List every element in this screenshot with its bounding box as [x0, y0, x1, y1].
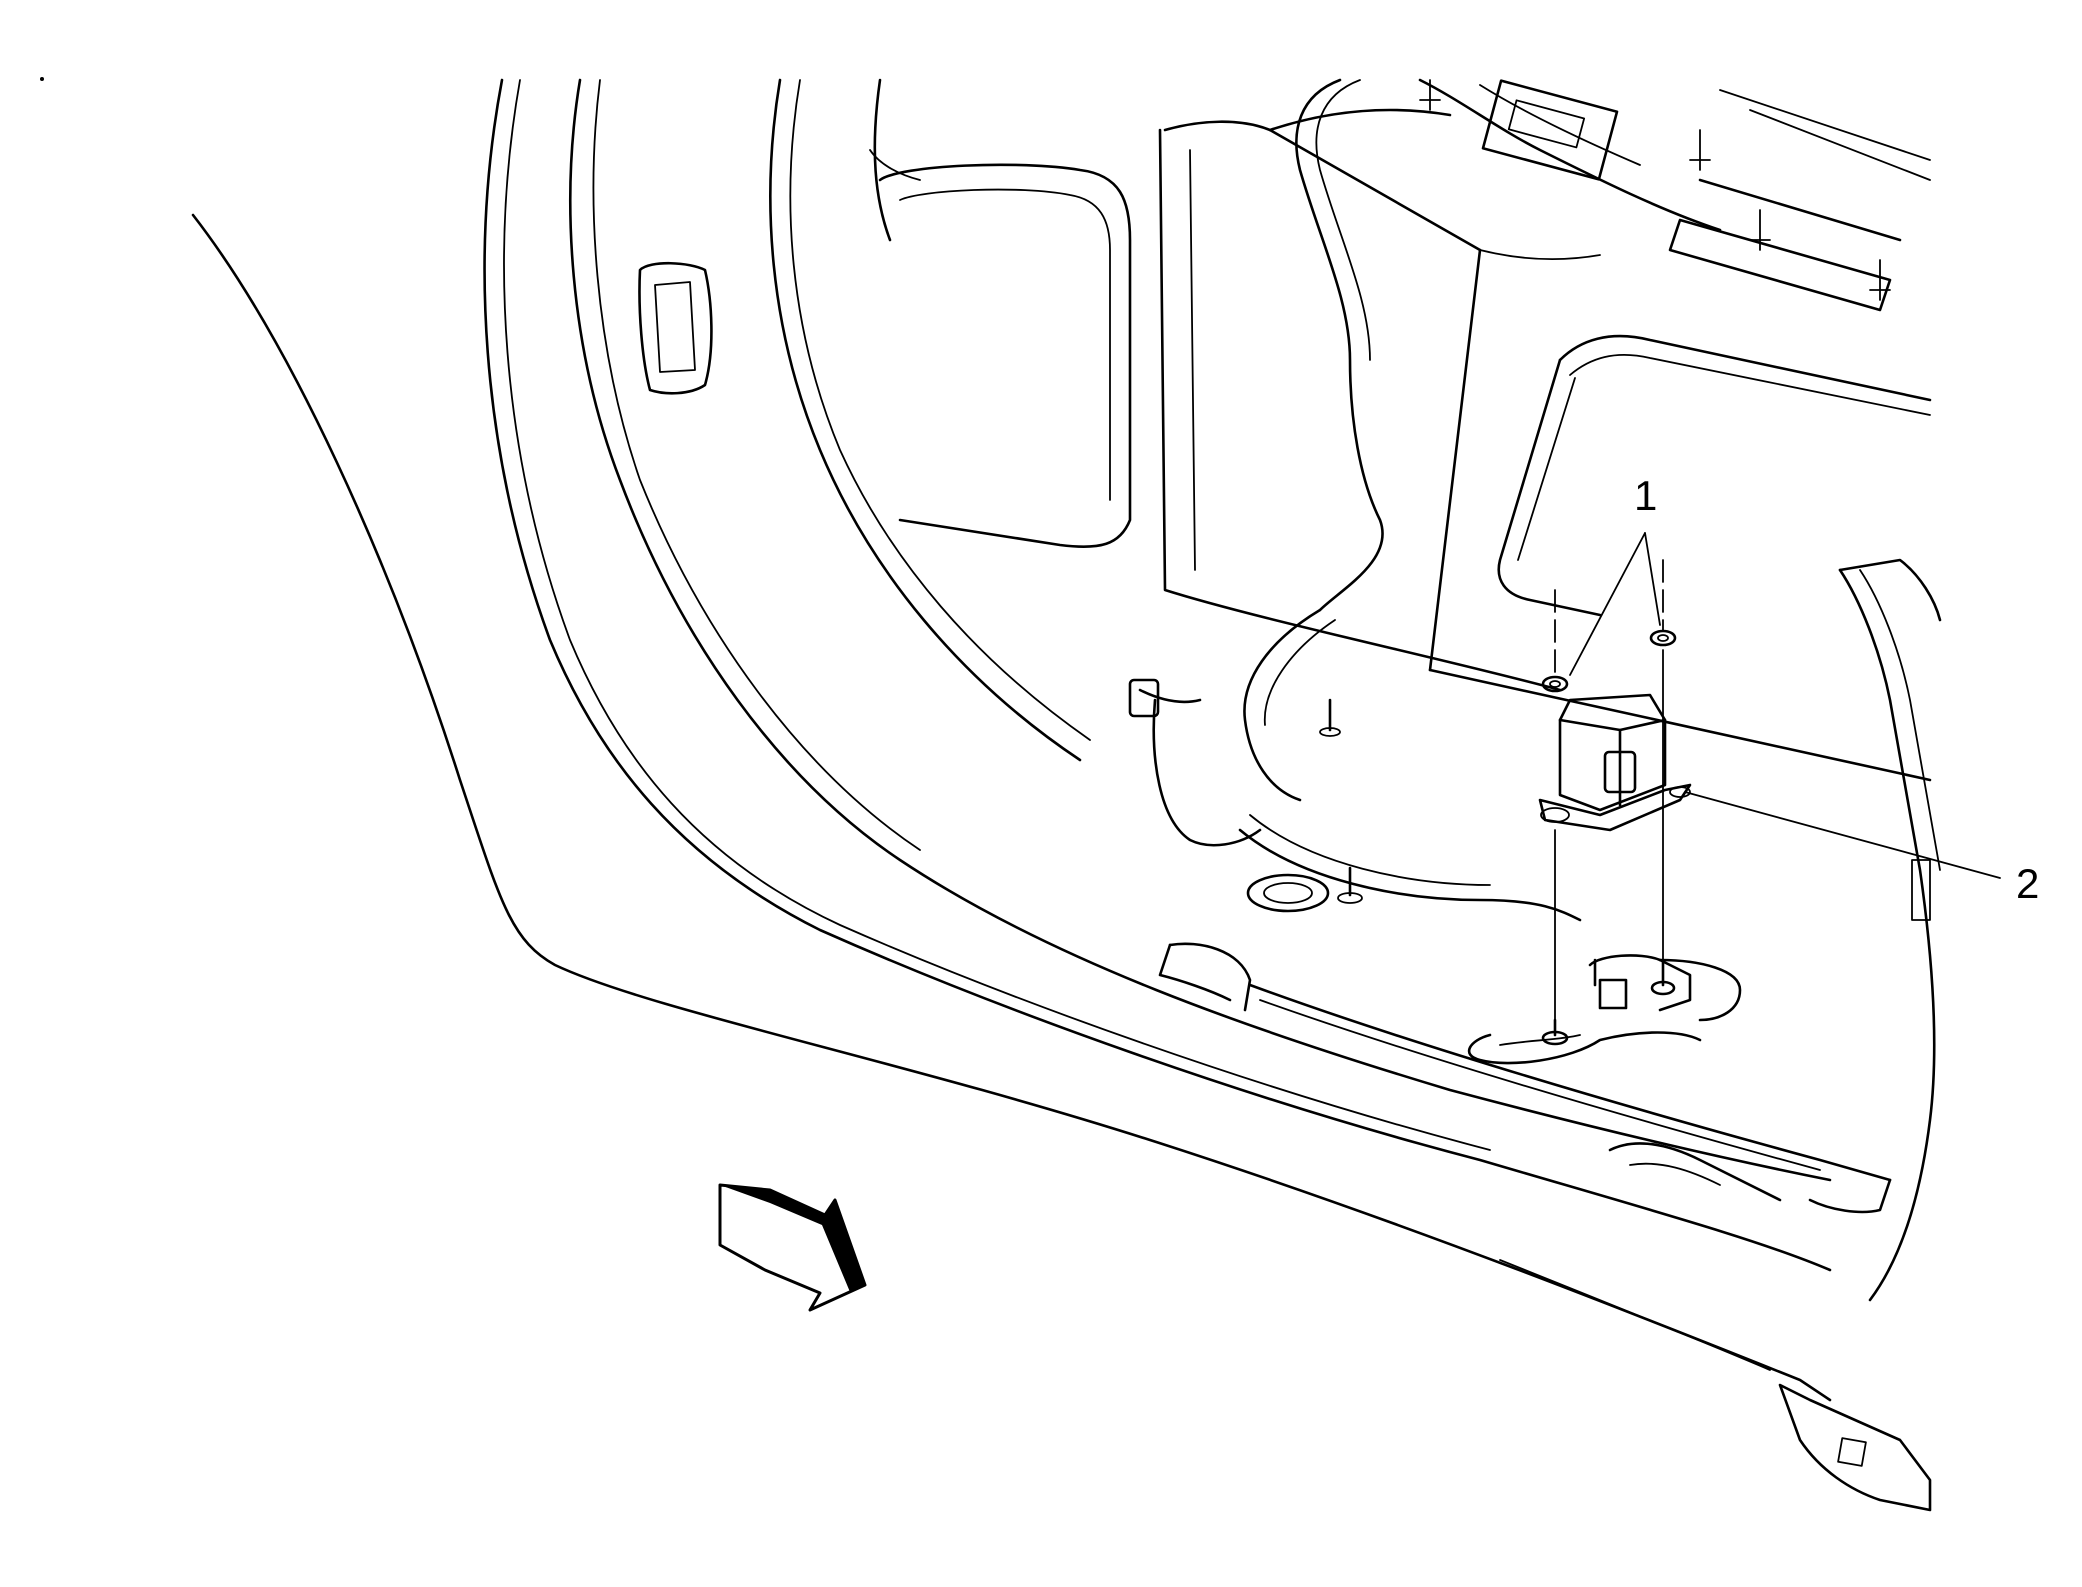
- lower-bracket: [1778, 1383, 1932, 1512]
- door-sill: [1158, 942, 1892, 1214]
- module-component: [1538, 693, 1692, 832]
- alignment-lines: [1554, 559, 1664, 1021]
- callout-1-label: 1: [1634, 472, 1657, 519]
- upper-wiring-harness: [1295, 78, 1931, 612]
- rear-panel: [1158, 108, 1932, 782]
- quarter-trim-panel: [1497, 334, 1932, 617]
- body-side-outline: [191, 213, 1832, 1402]
- forward-direction-arrow-icon: [718, 1183, 867, 1312]
- callout-2-label: 2: [2016, 860, 2039, 907]
- module-nuts: [1541, 629, 1677, 693]
- callout-leaders: [1569, 532, 2001, 879]
- lower-mounting-bracket: [1467, 954, 1742, 1065]
- floor-grommet: [1246, 873, 1330, 913]
- pillar-access-hole: [638, 261, 713, 395]
- rear-quarter-edge: [1838, 558, 1942, 1302]
- upper-fasteners: [1419, 79, 1891, 301]
- floor-studs: [1319, 698, 1363, 904]
- floor-wiring-harness: [1128, 608, 1582, 922]
- stray-mark: [40, 77, 44, 81]
- inner-trim-panel: [878, 163, 1132, 549]
- door-opening-frame: [483, 78, 1832, 1272]
